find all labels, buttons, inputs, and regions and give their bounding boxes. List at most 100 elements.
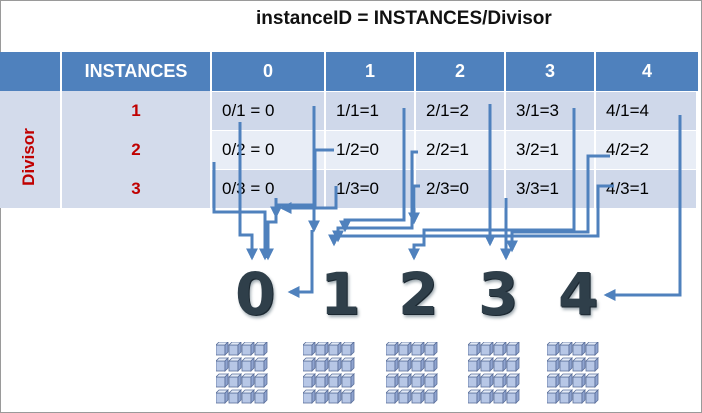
cube-icon [254, 341, 268, 356]
table-cell: 0/1 = 0 [212, 91, 326, 130]
cube-icon [385, 357, 399, 372]
header-col-4: 4 [596, 52, 698, 91]
cube-icon [559, 373, 573, 388]
table-cell: 1/2=0 [326, 130, 416, 169]
cube-icon [254, 389, 268, 404]
cube-icon [215, 373, 229, 388]
cube-cluster-icon [385, 341, 442, 411]
cube-icon [546, 341, 560, 356]
cube-icon [572, 373, 586, 388]
header-instances: INSTANCES [62, 52, 212, 91]
cube-icon [546, 373, 560, 388]
cube-icon [241, 389, 255, 404]
cube-icon [546, 389, 560, 404]
cube-icon [585, 357, 599, 372]
table-row: 3 0/3 = 0 1/3=0 2/3=0 3/3=1 4/3=1 [0, 169, 698, 208]
cube-icon [228, 373, 242, 388]
cube-icon [411, 373, 425, 388]
cube-icon [424, 341, 438, 356]
cube-cluster-icon [467, 341, 524, 411]
cube-icon [228, 357, 242, 372]
instance-id-2: 2 [398, 260, 439, 328]
side-cell [0, 91, 62, 130]
table-row: 2 0/2 = 0 1/2=0 2/2=1 3/2=1 4/2=2 [0, 130, 698, 169]
divisor-value: 3 [62, 169, 212, 208]
cube-icon [241, 373, 255, 388]
cube-icon [506, 389, 520, 404]
cube-icon [493, 373, 507, 388]
cube-icon [302, 357, 316, 372]
cube-icon [398, 341, 412, 356]
cube-icon [572, 389, 586, 404]
divisor-axis-label: Divisor [14, 122, 44, 192]
cube-icon [341, 389, 355, 404]
cube-icon [493, 341, 507, 356]
cube-icon [493, 389, 507, 404]
cube-icon [228, 389, 242, 404]
instance-id-4: 4 [558, 260, 599, 328]
cube-icon [480, 373, 494, 388]
table-cell: 3/3=1 [506, 169, 596, 208]
divisor-value: 2 [62, 130, 212, 169]
table-cell: 1/3=0 [326, 169, 416, 208]
cube-icon [559, 389, 573, 404]
cube-icon [341, 341, 355, 356]
cube-icon [385, 341, 399, 356]
diagram-title: instanceID = INSTANCES/Divisor [256, 8, 552, 29]
cube-icon [385, 389, 399, 404]
cube-icon [315, 373, 329, 388]
cube-icon [398, 357, 412, 372]
table-row: 1 0/1 = 0 1/1=1 2/1=2 3/1=3 4/1=4 [0, 91, 698, 130]
cube-cluster-icon [302, 341, 359, 411]
cube-icon [302, 341, 316, 356]
cube-icon [315, 341, 329, 356]
cube-icon [424, 389, 438, 404]
cube-icon [315, 357, 329, 372]
cube-icon [585, 373, 599, 388]
divisor-value: 1 [62, 91, 212, 130]
cube-icon [572, 341, 586, 356]
cube-icon [328, 373, 342, 388]
cube-icon [585, 341, 599, 356]
header-col-2: 2 [416, 52, 506, 91]
table-cell: 0/3 = 0 [212, 169, 326, 208]
cube-icon [424, 373, 438, 388]
cube-icon [493, 357, 507, 372]
cube-icon [254, 357, 268, 372]
table-cell: 3/2=1 [506, 130, 596, 169]
cube-icon [585, 389, 599, 404]
cube-icon [228, 341, 242, 356]
header-corner [0, 52, 62, 91]
cube-icon [467, 389, 481, 404]
header-col-1: 1 [326, 52, 416, 91]
division-table: INSTANCES 0 1 2 3 4 1 0/1 = 0 1/1=1 2/1=… [0, 52, 698, 208]
cube-cluster-icon [546, 341, 603, 411]
cube-icon [467, 341, 481, 356]
cube-icon [328, 341, 342, 356]
cube-icon [411, 357, 425, 372]
cube-icon [241, 357, 255, 372]
cube-icon [398, 389, 412, 404]
cube-icon [559, 357, 573, 372]
cube-icon [398, 373, 412, 388]
header-col-3: 3 [506, 52, 596, 91]
header-col-0: 0 [212, 52, 326, 91]
cube-cluster-icon [215, 341, 272, 411]
cube-icon [506, 357, 520, 372]
table-cell: 3/1=3 [506, 91, 596, 130]
divisor-axis-text: Divisor [19, 128, 38, 186]
instance-id-3: 3 [478, 260, 519, 328]
cube-icon [315, 389, 329, 404]
cube-icon [467, 357, 481, 372]
cube-icon [215, 389, 229, 404]
table-cell: 2/2=1 [416, 130, 506, 169]
cube-icon [559, 341, 573, 356]
cube-icon [241, 341, 255, 356]
cube-icon [328, 357, 342, 372]
table-cell: 0/2 = 0 [212, 130, 326, 169]
cube-icon [506, 373, 520, 388]
cube-icon [254, 373, 268, 388]
instance-id-1: 1 [320, 260, 361, 328]
cube-icon [302, 373, 316, 388]
cube-icon [341, 373, 355, 388]
